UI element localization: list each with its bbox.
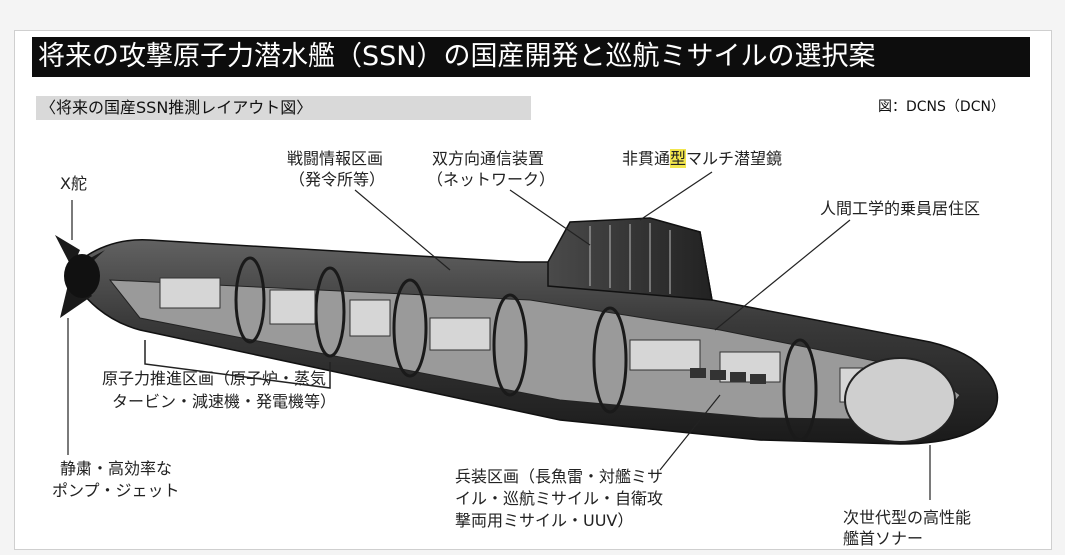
bulkheads (234, 256, 818, 442)
label-comm-2: （ネットワーク） (427, 170, 556, 189)
periscope-post: マルチ潜望鏡 (686, 149, 783, 168)
label-sonar-2: 艦首ソナー (843, 529, 924, 548)
figure-credit: 図：DCNS（DCN） (878, 99, 1005, 115)
label-combat-info-2: （発令所等） (289, 170, 386, 189)
label-pump-2: ポンプ・ジェット (52, 481, 180, 500)
leader-lines (67, 171, 931, 500)
label-combat-info-1: 戦闘情報区画 (287, 149, 384, 168)
label-periscope: 非貫通型マルチ潜望鏡 (622, 148, 782, 169)
subtitle-box (36, 96, 531, 120)
label-propulsion-1: 原子力推進区画（原子炉・蒸気 (102, 369, 327, 388)
label-sonar-1: 次世代型の高性能 (843, 508, 972, 527)
pump-jet (64, 254, 100, 298)
label-propulsion-2: タービン・減速機・発電機等） (112, 392, 337, 411)
propulsion-bracket (144, 340, 331, 389)
diagram-title: 将来の攻撃原子力潜水艦（SSN）の国産開発と巡航ミサイルの選択案 (38, 41, 876, 72)
diagram-subtitle: 〈将来の国産SSN推測レイアウト図〉 (40, 98, 313, 117)
periscope-highlight: 型 (670, 149, 687, 168)
torpedo-tubes (690, 368, 766, 384)
periscope-pre: 非貫通 (622, 149, 671, 168)
label-x-rudder: X舵 (60, 174, 87, 193)
label-pump-1: 静粛・高効率な (60, 459, 173, 478)
title-bar (32, 37, 1030, 77)
label-weapons-1: 兵装区画（長魚雷・対艦ミサ (455, 467, 664, 486)
label-habitat: 人間工学的乗員居住区 (820, 199, 981, 218)
sail-internal-lines (589, 223, 671, 294)
label-weapons-2: イル・巡航ミサイル・自衛攻 (455, 489, 664, 508)
label-weapons-3: 撃両用ミサイル・UUV） (455, 511, 634, 530)
label-comm-1: 双方向通信装置 (432, 149, 545, 168)
bow-sonar (844, 357, 956, 443)
